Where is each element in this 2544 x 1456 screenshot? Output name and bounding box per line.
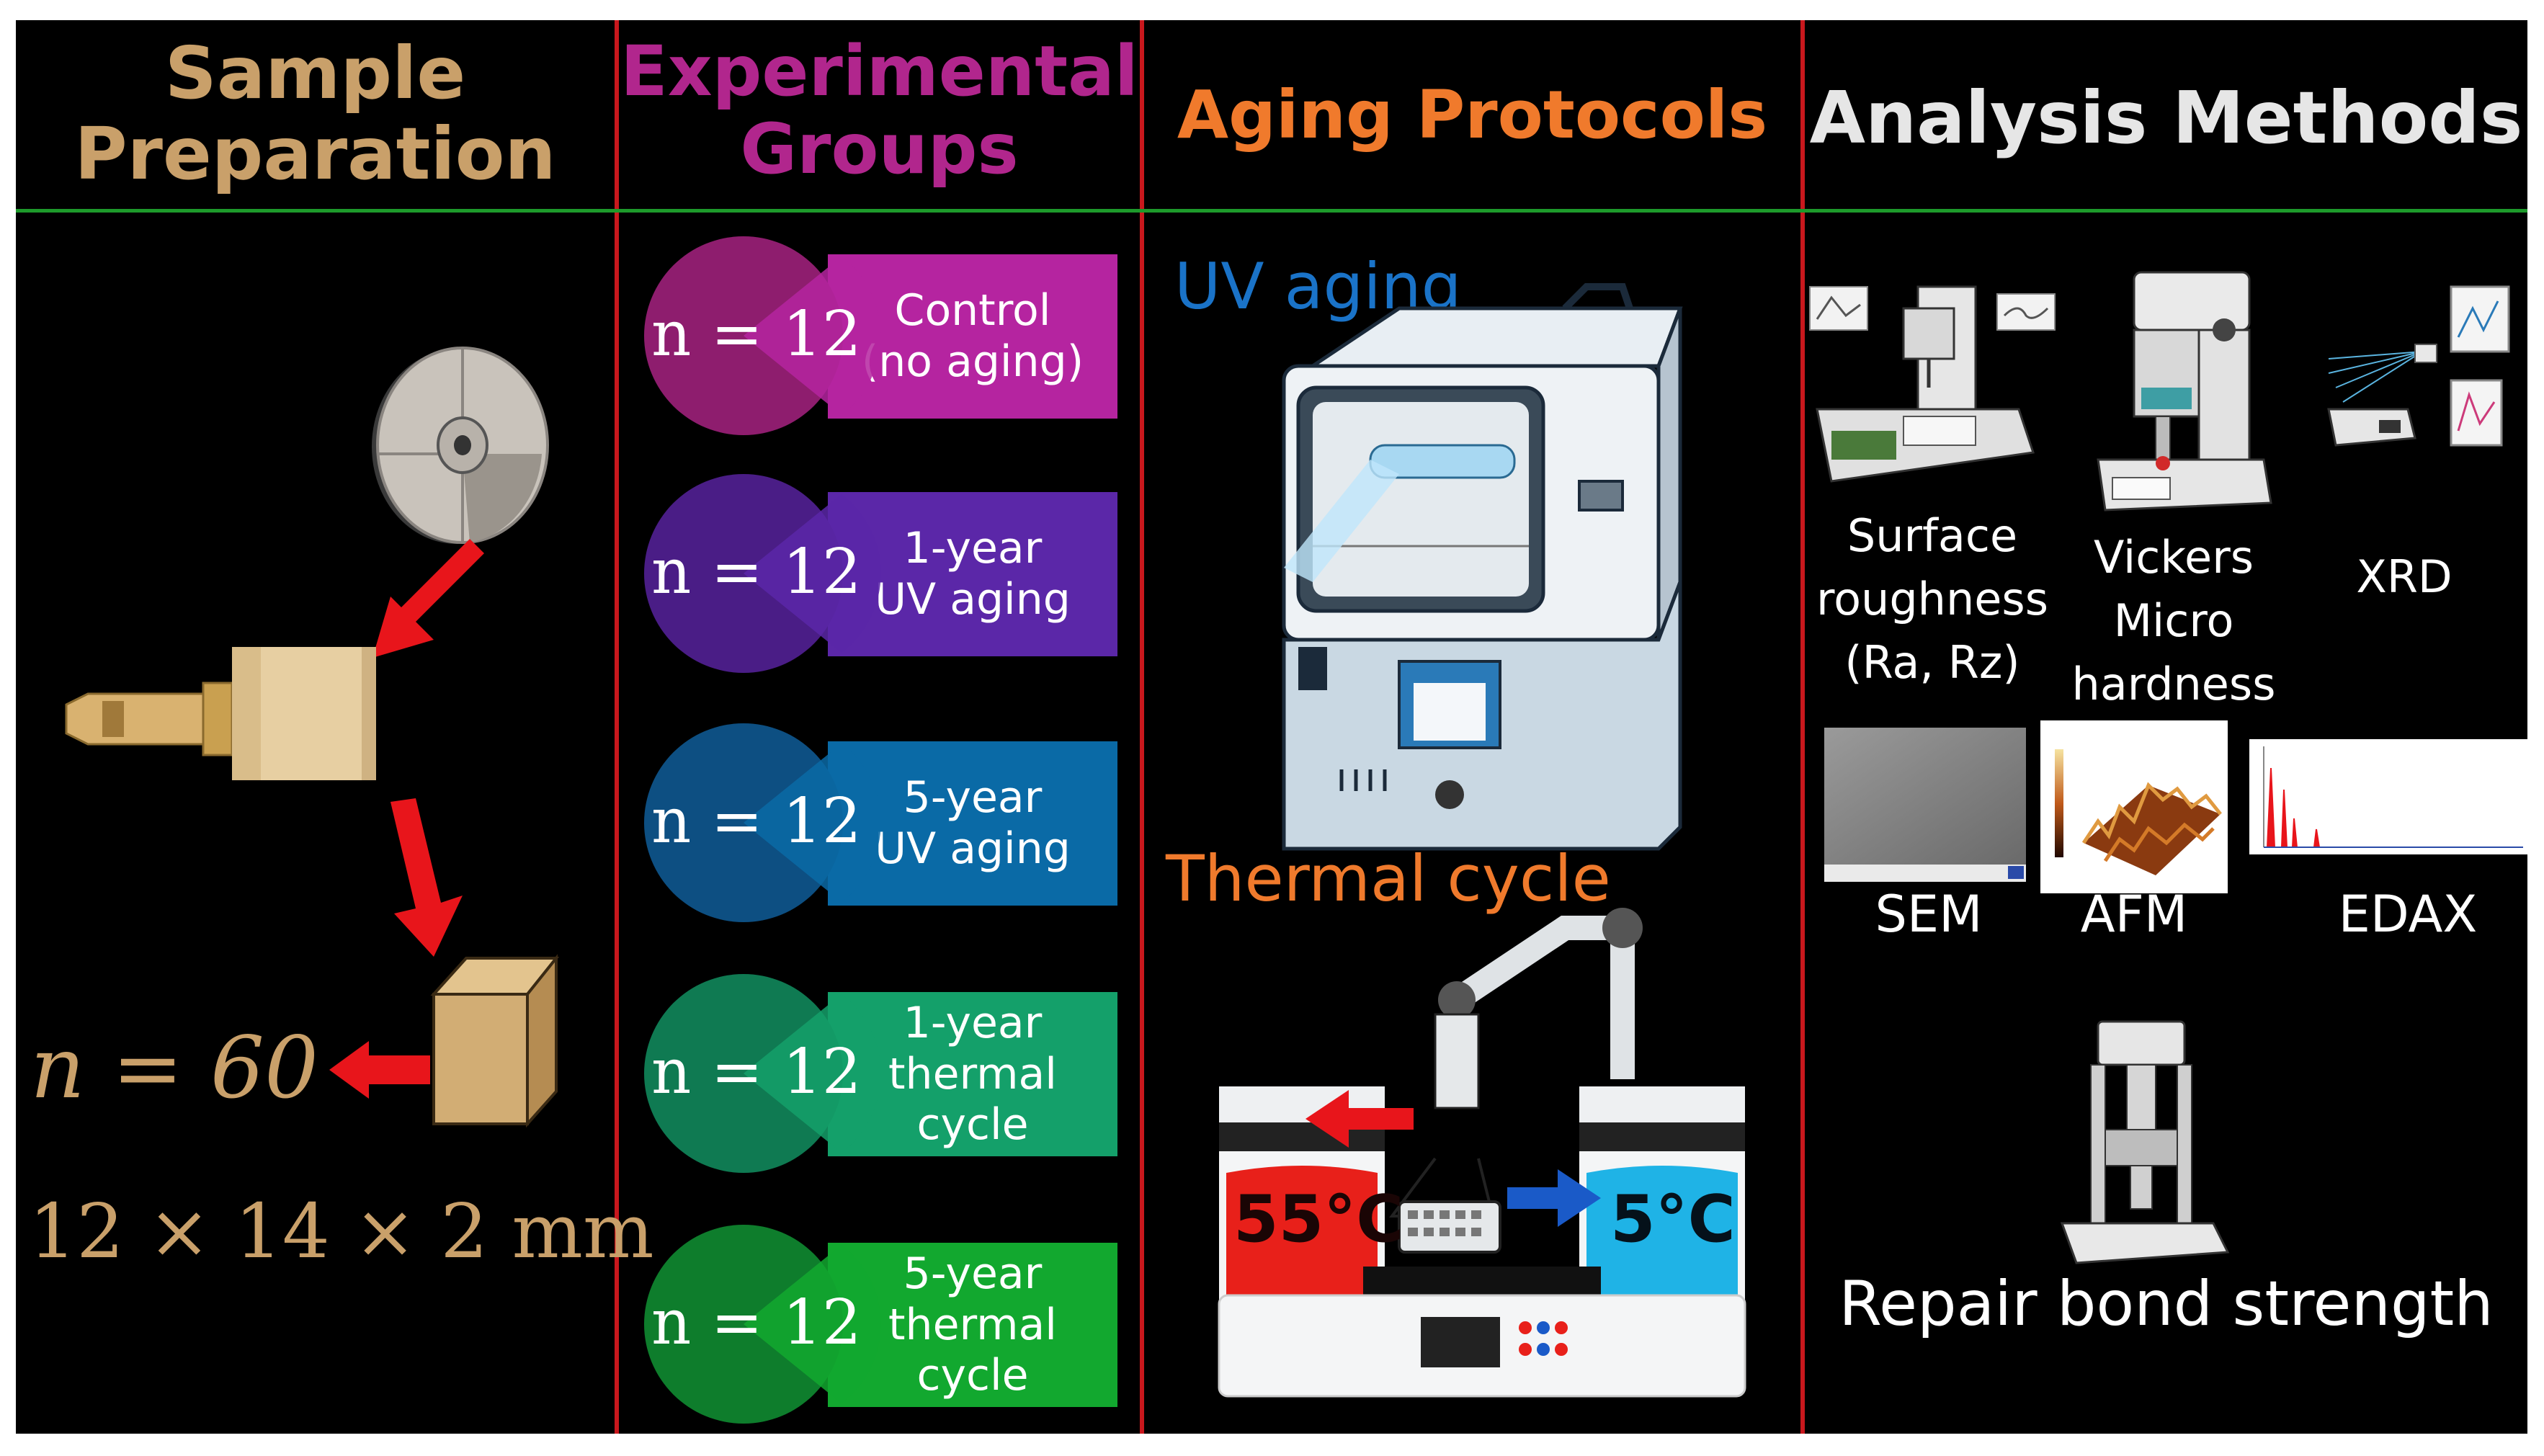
thermocycler-icon [1218,908,1746,1398]
thermal-cycle-label: Thermal cycle [1166,841,1611,916]
group-badge-circle [644,974,881,1173]
group-label-text: thermal [888,1048,1057,1099]
sample-dimensions: 12 × 14 × 2 mm [29,1187,654,1275]
group-badge-circle [644,474,881,673]
cold-bath-temperature: 5°C [1610,1182,1736,1257]
group-sample-count: n = 12 [651,536,862,608]
experimental-groups-title: Experimental Groups [620,31,1138,189]
group-sample-count: n = 12 [651,1036,862,1108]
sample-count: n = 60 [30,1018,319,1117]
group-label-text: cycle [916,1350,1029,1401]
column-divider [1140,20,1144,1434]
xrd-label: XRD [2356,550,2452,603]
vickers-tester-icon [2097,271,2272,512]
group-label-text: (no aging) [861,336,1084,387]
surface-roughness-label: Surface roughness (Ra, Rz) [1816,509,2049,689]
repair-bond-strength-label: Repair bond strength [1839,1268,2494,1340]
arrow-down [390,798,463,957]
analysis-methods-title: Analysis Methods [1809,76,2523,160]
afm-label: AFM [2080,885,2188,944]
milling-blank-icon [65,647,376,780]
figure-panel: Sample Preparation n = 60 12 × 14 [16,20,2530,1434]
group-label-text: cycle [916,1099,1029,1151]
sem-image-icon [1824,728,2026,882]
group-badge-circle [644,236,881,435]
group-label-text: UV aging [875,574,1071,625]
group-sample-count: n = 12 [651,298,862,370]
sample-preparation-title: Sample Preparation [74,31,556,196]
group-sample-count: n = 12 [651,785,862,857]
profilometer-icon [1809,285,2056,483]
uv-chamber-icon [1282,283,1683,851]
xrd-icon [2327,285,2510,447]
afm-image-icon [2040,720,2228,893]
zirconia-disc-icon [372,347,549,544]
group-label-text: thermal [888,1299,1057,1350]
column-divider [1800,20,1805,1434]
hot-bath-temperature: 55°C [1233,1182,1404,1257]
aging-protocols-title: Aging Protocols [1177,76,1768,153]
arrow-left [329,1041,430,1099]
group-label-text: UV aging [875,823,1071,874]
specimen-block-icon [430,954,560,1128]
edax-label: EDAX [2338,885,2478,944]
group-label-text: 1-year [903,997,1043,1048]
group-label-text: 5-year [903,772,1043,823]
arrow-down-left [372,539,484,658]
sem-label: SEM [1875,885,1983,944]
column-divider [615,20,619,1434]
header-rule [16,209,2527,213]
universal-testing-machine-icon [2060,1020,2230,1264]
vickers-microhardness-label: Vickers Micro hardness [2071,531,2276,711]
group-sample-count: n = 12 [651,1287,862,1359]
edax-spectrum-icon [2249,739,2530,854]
group-label-text: Control [894,285,1051,336]
group-label-text: 5-year [903,1248,1043,1299]
group-badge-circle [644,1225,881,1424]
group-badge-circle [644,723,881,922]
group-label-text: 1-year [903,523,1043,574]
